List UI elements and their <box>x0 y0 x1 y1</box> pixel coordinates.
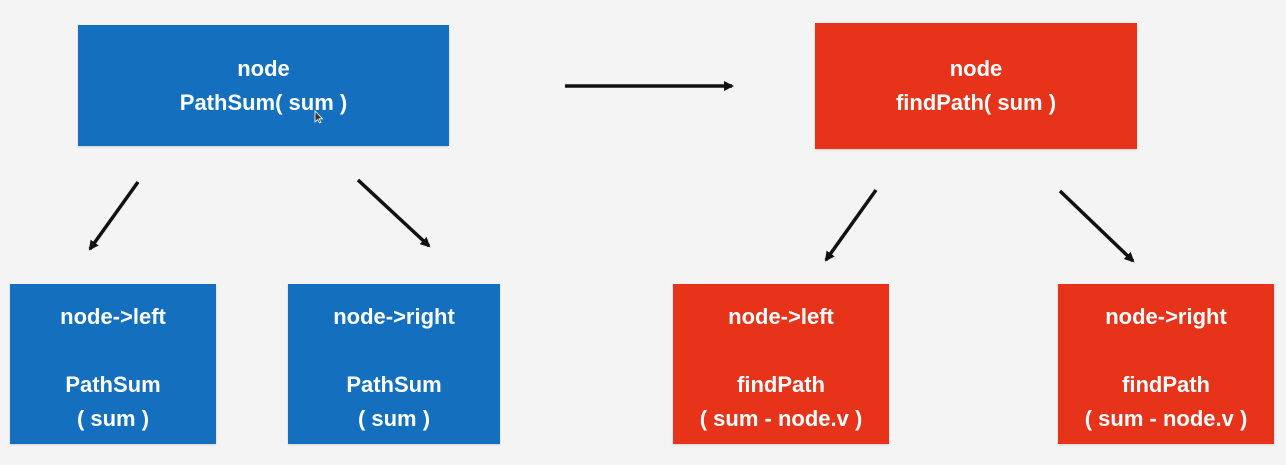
findpath-root-node: node findPath( sum ) <box>815 23 1137 149</box>
pathsum-left-child-line2: PathSum <box>65 372 161 397</box>
red-left-arrow <box>824 188 878 262</box>
findpath-left-child-line3: ( sum - node.v ) <box>699 406 863 431</box>
pathsum-left-child-line1: node->left <box>60 304 166 329</box>
pathsum-left-child-line3: ( sum ) <box>76 406 150 431</box>
mouse-pointer-icon <box>314 110 324 124</box>
findpath-root-line1: node <box>949 56 1003 81</box>
findpath-right-child-node: node->right findPath ( sum - node.v ) <box>1058 284 1274 444</box>
findpath-left-child-line1: node->left <box>728 304 834 329</box>
pathsum-right-child-node: node->right PathSum ( sum ) <box>288 284 500 444</box>
pathsum-right-child-line2: PathSum <box>346 372 442 397</box>
pathsum-left-child-node: node->left PathSum ( sum ) <box>10 284 216 444</box>
blue-right-arrow <box>356 178 431 248</box>
findpath-root-line2: findPath( sum ) <box>895 90 1057 115</box>
findpath-right-child-line1: node->right <box>1105 304 1227 329</box>
findpath-right-child-line3: ( sum - node.v ) <box>1084 406 1248 431</box>
pathsum-right-child-line3: ( sum ) <box>357 406 431 431</box>
findpath-left-child-node: node->left findPath ( sum - node.v ) <box>673 284 889 444</box>
findpath-left-child-line2: findPath <box>737 372 825 397</box>
pathsum-right-child-line1: node->right <box>333 304 455 329</box>
pathsum-root-line1: node <box>237 55 290 81</box>
pathsum-root-line2: PathSum( sum ) <box>179 89 348 115</box>
blue-left-arrow <box>88 180 140 251</box>
findpath-right-child-line2: findPath <box>1122 372 1210 397</box>
pathsum-root-node: node PathSum( sum ) <box>78 25 449 146</box>
red-right-arrow <box>1058 189 1135 263</box>
